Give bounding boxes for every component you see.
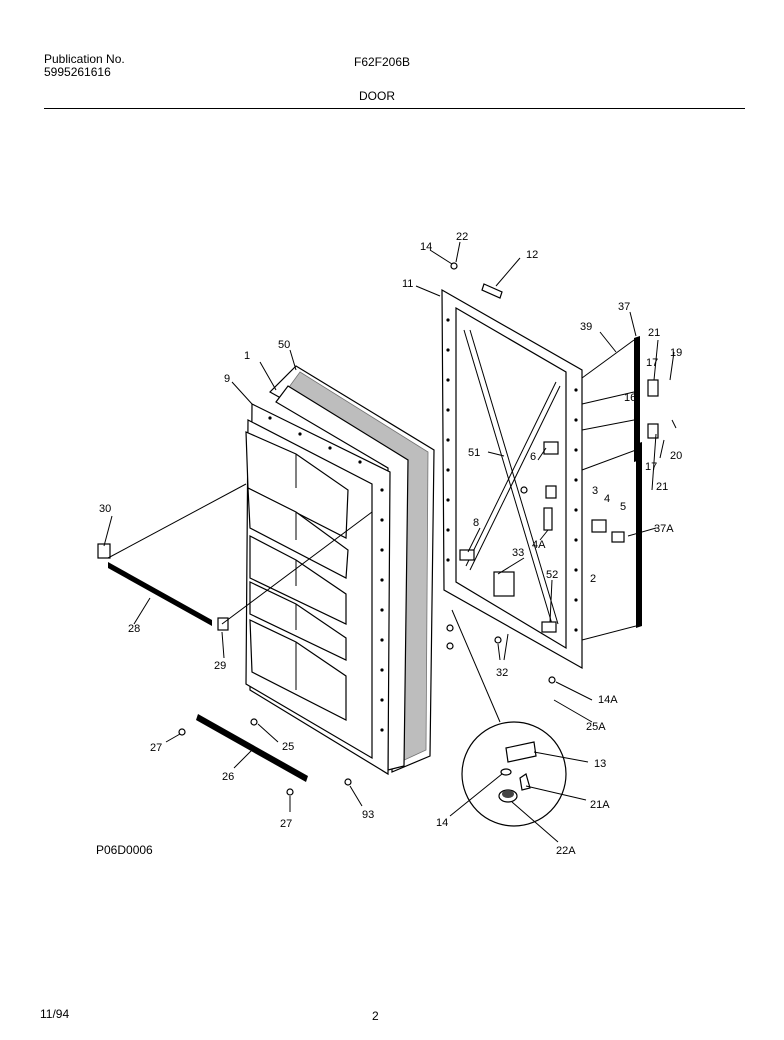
leader-lines [103, 241, 677, 843]
diagram-code: P06D0006 [96, 843, 153, 857]
callout-50: 50 [278, 339, 290, 351]
side-trim [581, 336, 659, 641]
callout-4: 4 [604, 493, 610, 505]
callout-27-bottom: 27 [280, 818, 292, 830]
callout-27-left: 27 [150, 742, 162, 754]
callout-51: 51 [468, 447, 480, 459]
callout-11: 11 [402, 278, 413, 290]
section-title: DOOR [359, 89, 395, 103]
callout-22: 22 [456, 231, 468, 243]
model-number: F62F206B [354, 55, 411, 69]
callout-13: 13 [594, 758, 606, 770]
callout-14-detail: 14 [436, 817, 448, 829]
header-rule [44, 108, 745, 109]
callout-33: 33 [512, 547, 524, 559]
door-liner [245, 403, 391, 776]
callout-12: 12 [526, 249, 538, 261]
callout-52: 52 [546, 569, 558, 581]
callout-19: 19 [670, 347, 682, 359]
callout-39: 39 [580, 321, 592, 333]
callout-1: 1 [244, 350, 250, 362]
callout-2: 2 [590, 573, 596, 585]
callout-16: 16 [624, 392, 636, 404]
publication-label: Publication No. [44, 52, 125, 66]
callout-32: 32 [496, 667, 508, 679]
callout-21-upper: 21 [648, 327, 660, 339]
callout-8: 8 [473, 517, 479, 529]
callout-17-upper: 17 [646, 357, 658, 369]
callout-37a: 37A [654, 523, 674, 535]
hinge-detail-circle [451, 609, 567, 827]
callout-93: 93 [362, 809, 374, 821]
screws [178, 262, 556, 796]
callout-9: 9 [224, 373, 230, 385]
callout-labels: 1 2 3 4 4A 5 6 8 9 11 12 13 14 14 14A 16… [99, 231, 682, 857]
revision-date: 11/94 [40, 1007, 70, 1021]
publication-number: 5995261616 [44, 65, 111, 79]
callout-4a: 4A [532, 539, 546, 551]
callout-17-lower: 17 [645, 461, 657, 473]
callout-25: 25 [282, 741, 294, 753]
callout-37: 37 [618, 301, 630, 313]
callout-28: 28 [128, 623, 140, 635]
bottom-trim [97, 483, 373, 782]
callout-14-top: 14 [420, 241, 432, 253]
callout-3: 3 [592, 485, 598, 497]
callout-20: 20 [670, 450, 682, 462]
callout-14a: 14A [598, 694, 618, 706]
callout-30: 30 [99, 503, 111, 515]
callout-6: 6 [530, 451, 536, 463]
callout-21a: 21A [590, 799, 610, 811]
callout-25a: 25A [586, 721, 606, 733]
outer-door-panel [441, 288, 583, 670]
callout-29: 29 [214, 660, 226, 672]
callout-21-lower: 21 [656, 481, 668, 493]
callout-22a: 22A [556, 845, 576, 857]
page-number: 2 [372, 1009, 379, 1023]
callout-5: 5 [620, 501, 626, 513]
callout-26: 26 [222, 771, 234, 783]
